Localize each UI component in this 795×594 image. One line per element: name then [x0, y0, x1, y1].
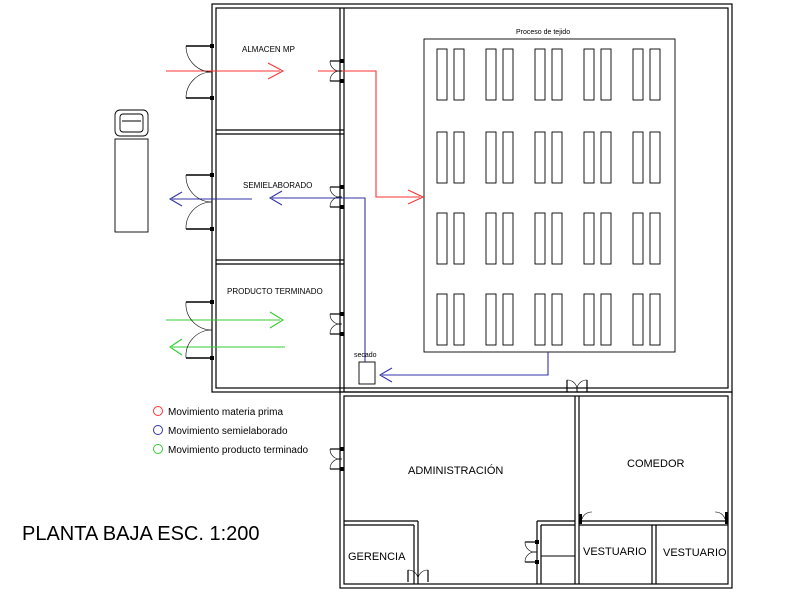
loom-machine — [534, 293, 563, 346]
door — [524, 540, 539, 564]
loom-machine — [485, 48, 514, 101]
loom-machine — [534, 212, 563, 265]
loom-machine — [583, 212, 612, 265]
label-comedor: COMEDOR — [627, 458, 685, 470]
door — [566, 379, 588, 393]
legend-label-finished: Movimiento producto terminado — [168, 445, 309, 456]
label-vestuario-1: VESTUARIO — [583, 546, 647, 558]
legend-label-semi: Movimiento semielaborado — [168, 426, 288, 437]
legend-marker-raw — [153, 406, 163, 416]
outer-walls — [211, 3, 733, 589]
loom-machine — [583, 48, 612, 101]
loom-machine — [436, 48, 465, 101]
loom-grid — [436, 48, 661, 346]
label-gerencia: GERENCIA — [348, 551, 406, 563]
legend-marker-finished — [153, 444, 163, 454]
warehouse-walls — [216, 8, 345, 392]
loom-machine — [632, 212, 661, 265]
door — [407, 569, 429, 583]
label-proceso-tejido: Proceso de tejido — [516, 29, 570, 36]
loom-machine — [485, 293, 514, 346]
door — [185, 44, 214, 100]
door — [185, 300, 214, 360]
legend-marker-semi — [153, 425, 163, 435]
legend-label-raw: Movimiento materia prima — [168, 407, 283, 418]
loom-machine — [632, 293, 661, 346]
flow-raw-material — [166, 62, 425, 205]
loom-machine — [583, 131, 612, 184]
loom-machine — [485, 131, 514, 184]
plan-title: PLANTA BAJA ESC. 1:200 — [22, 523, 260, 545]
door — [185, 173, 214, 231]
loom-machine — [485, 212, 514, 265]
secado-box — [358, 361, 376, 385]
loom-machine — [583, 293, 612, 346]
loom-machine — [534, 48, 563, 101]
lower-walls — [344, 396, 728, 584]
door — [329, 59, 344, 83]
flow-semifinished — [168, 190, 549, 383]
label-vestuario-2: VESTUARIO — [663, 547, 727, 559]
door — [329, 447, 344, 471]
loom-machine — [632, 48, 661, 101]
label-producto-terminado: PRODUCTO TERMINADO — [227, 287, 323, 296]
doors — [185, 44, 728, 583]
door — [329, 185, 344, 209]
loom-machine — [436, 293, 465, 346]
loom-machine — [534, 131, 563, 184]
weaving-area — [423, 38, 676, 353]
label-semielaborado: SEMIELABORADO — [243, 181, 312, 190]
truck-icon — [114, 109, 149, 233]
label-almacen-mp: ALMACEN MP — [242, 45, 295, 54]
door — [579, 511, 728, 524]
flow-finished-product — [166, 311, 285, 356]
door — [329, 312, 344, 336]
loom-machine — [436, 131, 465, 184]
loom-machine — [436, 212, 465, 265]
loom-machine — [632, 131, 661, 184]
label-administracion: ADMINISTRACIÓN — [408, 464, 503, 477]
legend: Movimiento materia prima Movimiento semi… — [153, 406, 309, 456]
label-secado: secado — [354, 352, 377, 359]
